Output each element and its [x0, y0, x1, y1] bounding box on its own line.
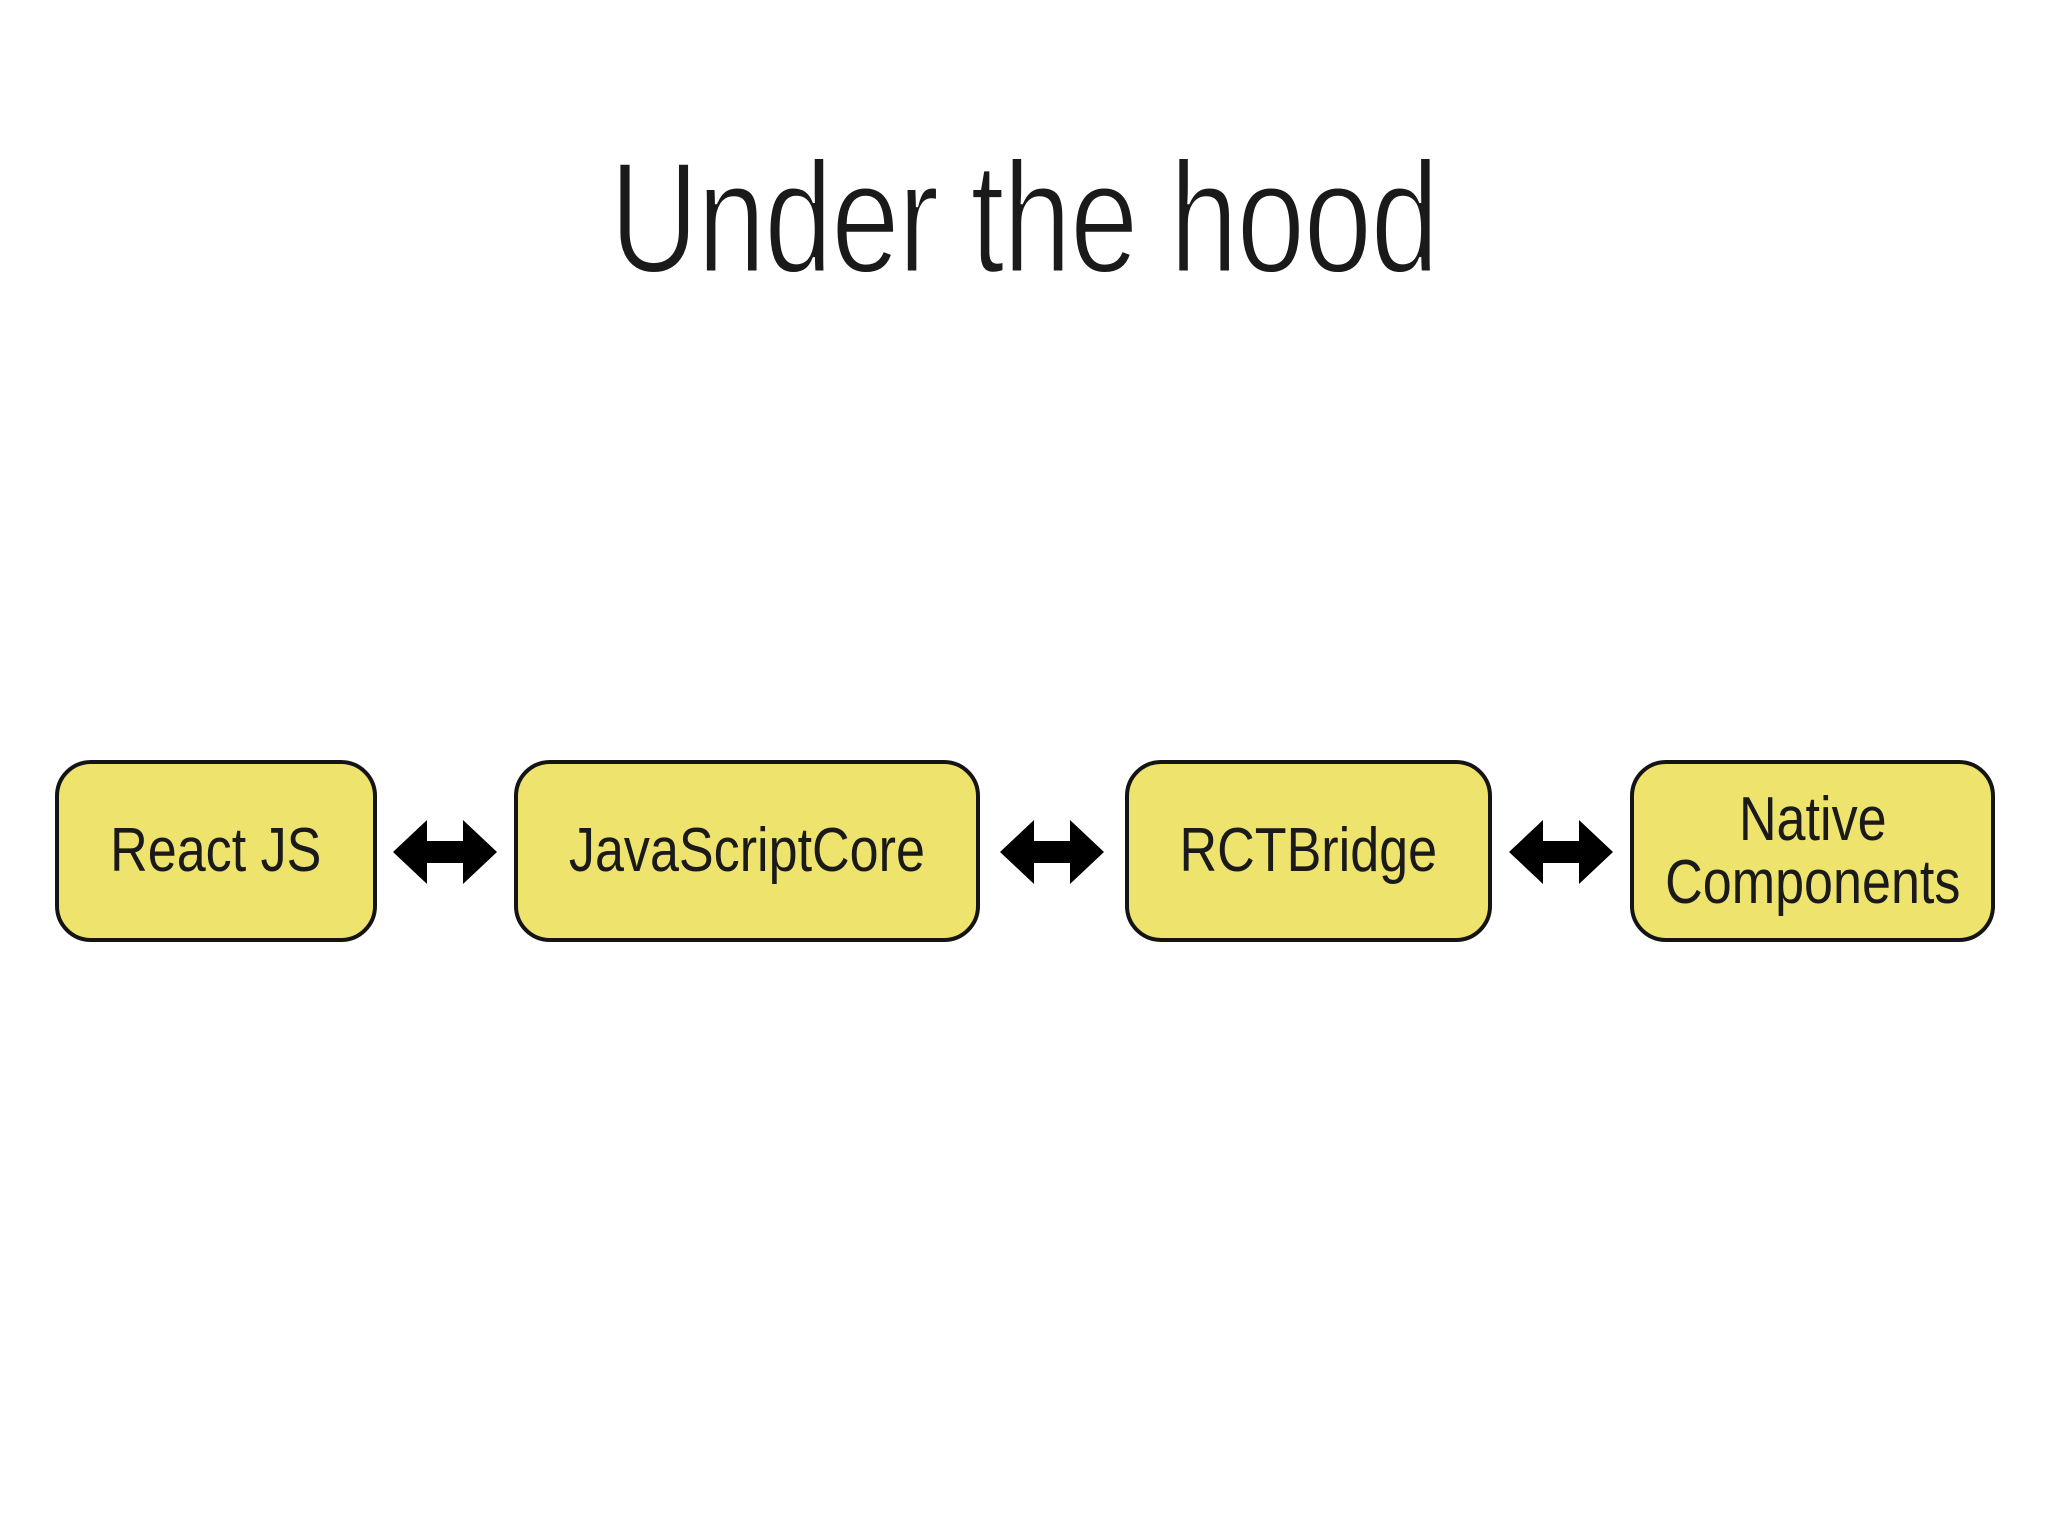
- node-react-js: React JS: [55, 760, 377, 942]
- node-native-components: Native Components: [1630, 760, 1995, 942]
- node-rctbridge: RCTBridge: [1125, 760, 1492, 942]
- node-react-js-label: React JS: [110, 816, 322, 886]
- bidirectional-arrow-icon: [1509, 820, 1613, 884]
- node-native-components-label: Native Components: [1664, 784, 1961, 917]
- page-title: Under the hood: [609, 129, 1441, 308]
- node-javascriptcore: JavaScriptCore: [514, 760, 980, 942]
- bidirectional-arrow-icon: [1000, 820, 1104, 884]
- slide-title-area: Under the hood: [0, 128, 2048, 309]
- node-javascriptcore-label: JavaScriptCore: [568, 816, 925, 886]
- node-rctbridge-label: RCTBridge: [1179, 816, 1438, 886]
- bidirectional-arrow-icon: [393, 820, 497, 884]
